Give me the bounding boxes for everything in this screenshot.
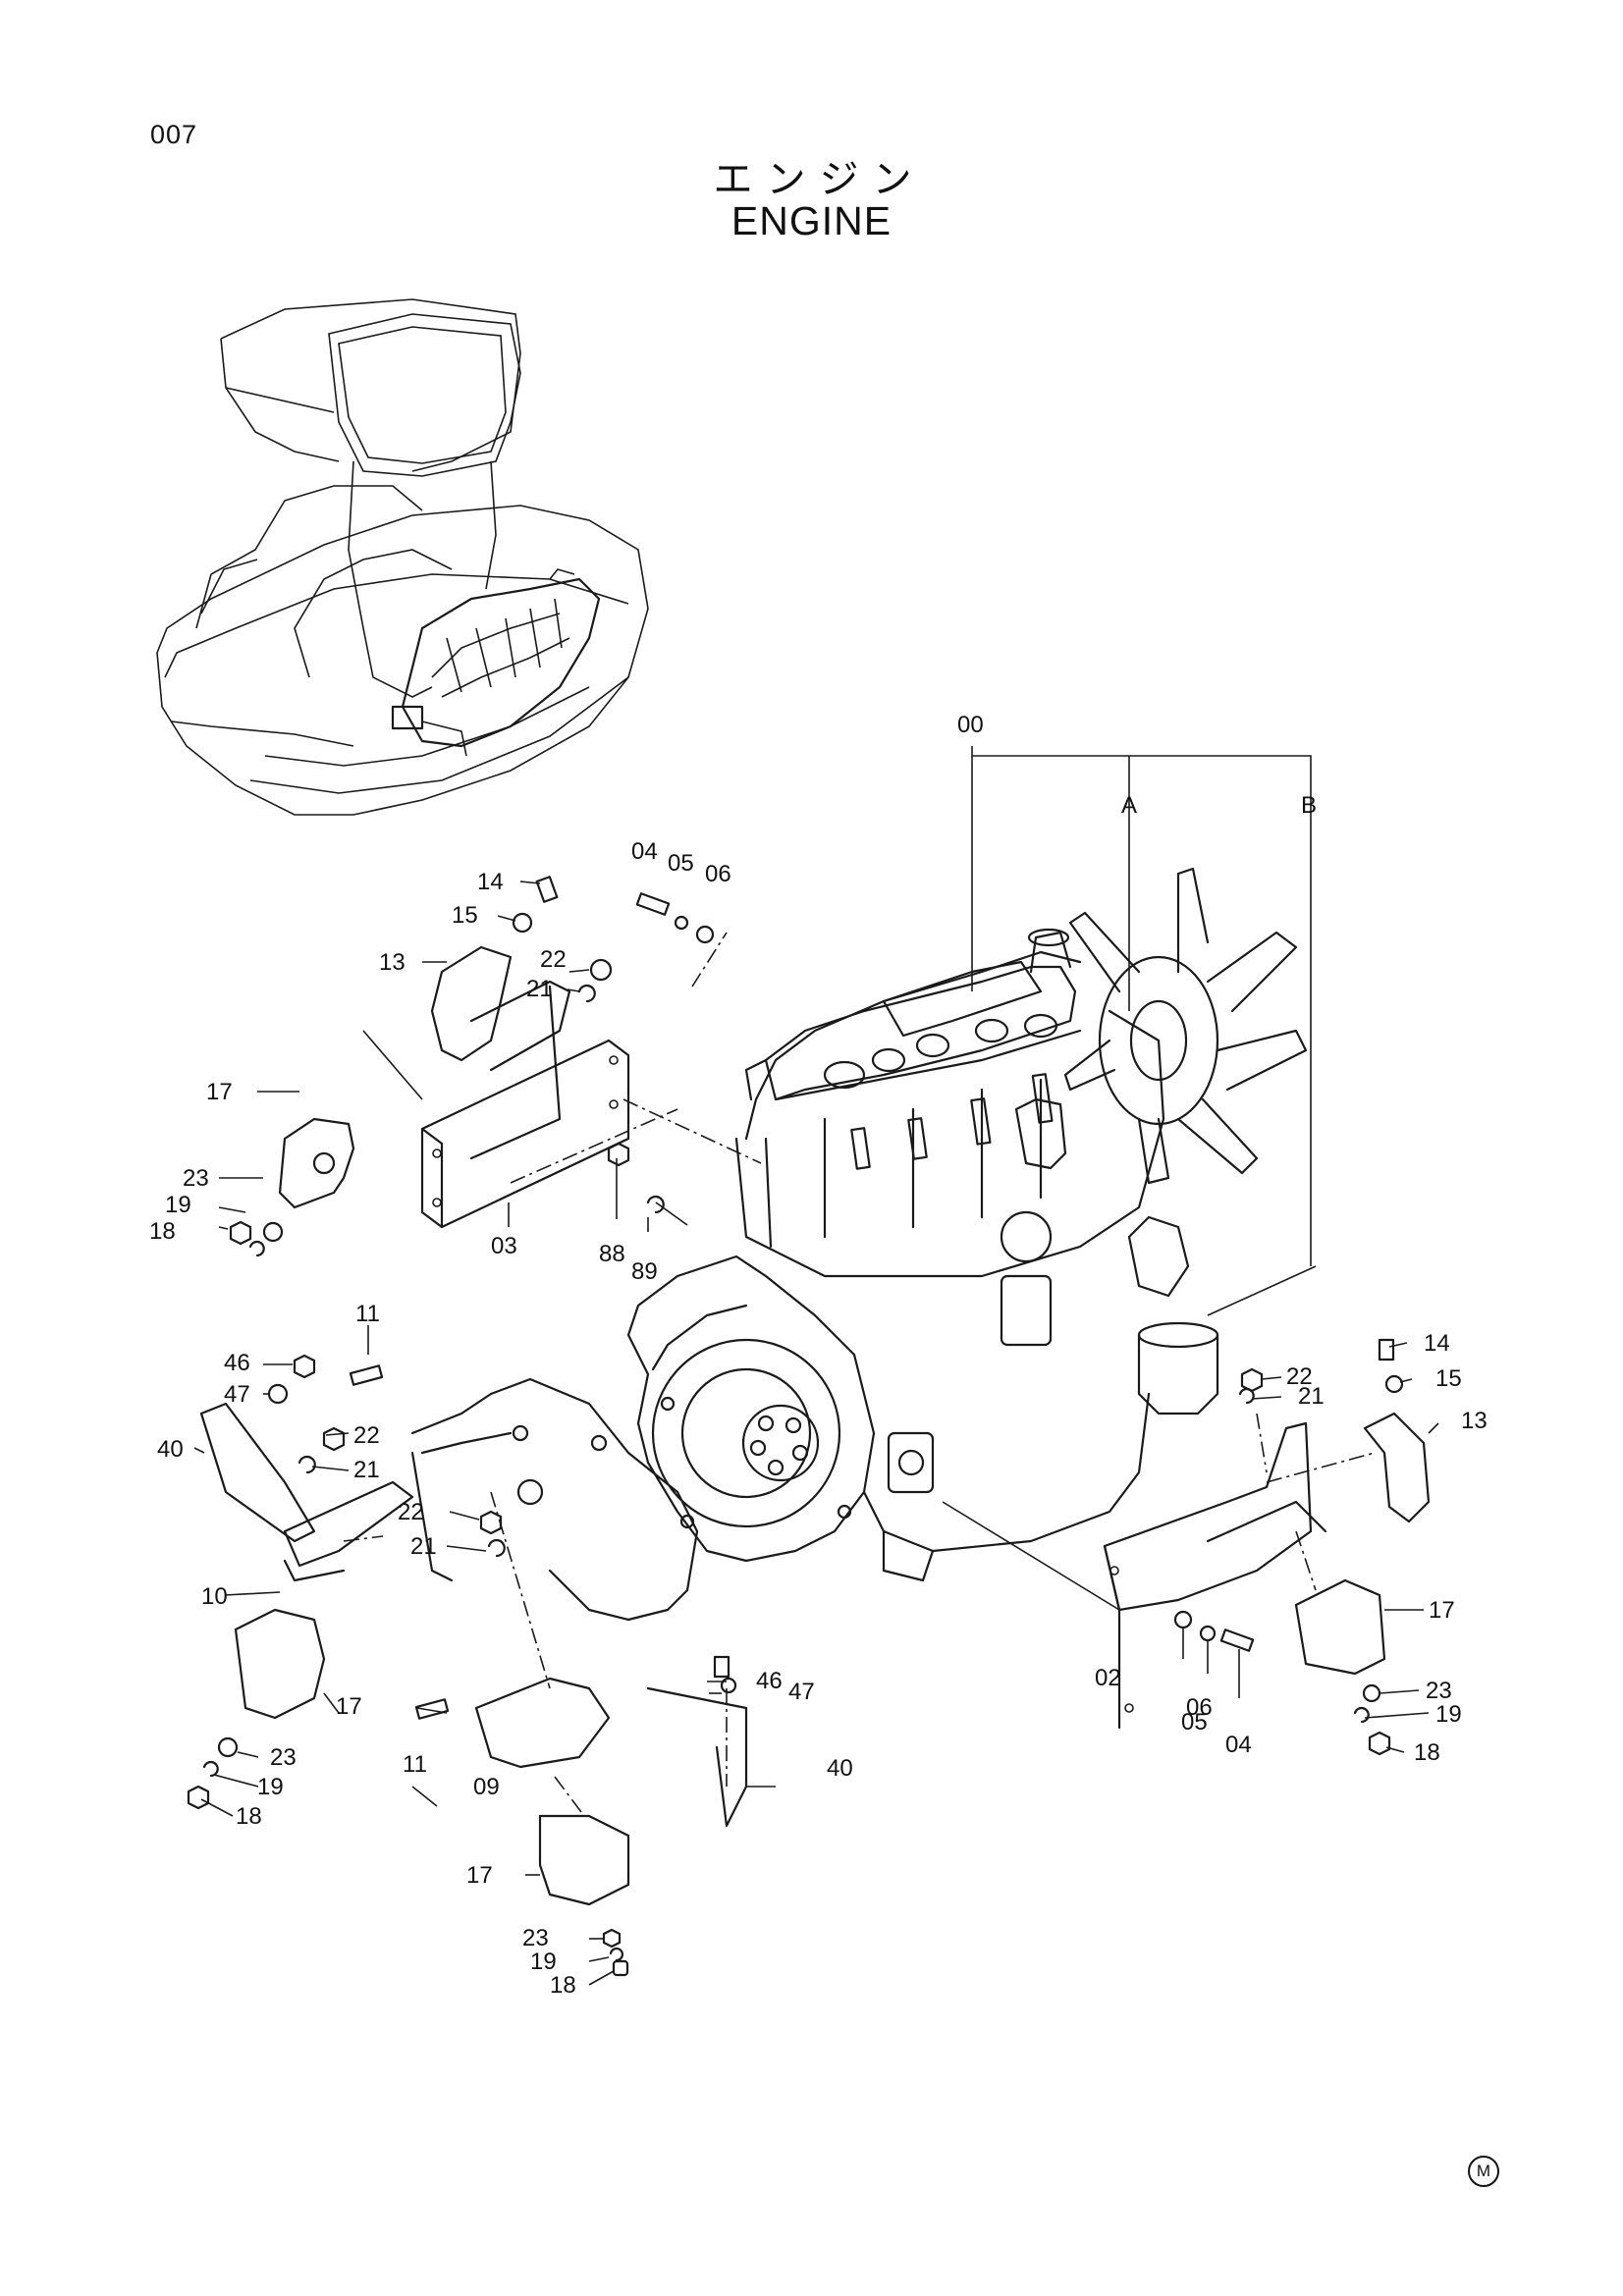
callout-40-left: 40 xyxy=(157,1436,184,1463)
callout-11-center: 11 xyxy=(403,1751,427,1778)
callout-23-top: 23 xyxy=(183,1165,209,1192)
callout-A: A xyxy=(1121,792,1137,819)
callout-46-left: 46 xyxy=(224,1350,250,1376)
callout-17-left: 17 xyxy=(336,1693,362,1720)
engine-assembly xyxy=(626,867,1308,1582)
title-english: ENGINE xyxy=(730,198,893,243)
callout-19-top: 19 xyxy=(165,1192,191,1218)
right-bracket-group xyxy=(942,1265,1431,1756)
callout-22-center: 22 xyxy=(398,1499,424,1525)
callout-21-right: 21 xyxy=(1298,1383,1325,1410)
title-japanese: エンジン xyxy=(713,157,926,202)
engine-location-detail xyxy=(391,568,601,757)
callout-18-bottom: 18 xyxy=(550,1972,576,1999)
callout-47-left: 47 xyxy=(224,1381,250,1408)
callout-04-top: 04 xyxy=(631,838,658,865)
callout-labels: 00 A B 04 05 06 14 15 13 22 21 17 23 19 … xyxy=(149,712,1488,1999)
callout-18-top: 18 xyxy=(149,1218,176,1245)
page-number: 007 xyxy=(150,120,198,149)
callout-00: 00 xyxy=(957,712,984,738)
callout-89: 89 xyxy=(631,1258,658,1285)
manufacturer-mark: M xyxy=(1468,2156,1499,2187)
callout-46-center: 46 xyxy=(756,1668,783,1694)
callout-21-center: 21 xyxy=(410,1533,437,1560)
callout-21-top: 21 xyxy=(526,976,553,1002)
callout-18-left: 18 xyxy=(236,1803,262,1830)
callout-02: 02 xyxy=(1095,1665,1121,1691)
callout-10: 10 xyxy=(201,1583,228,1610)
callout-23-bottom: 23 xyxy=(522,1925,549,1951)
callout-05-right: 05 xyxy=(1181,1709,1208,1735)
callout-23-right: 23 xyxy=(1426,1678,1452,1704)
callout-09: 09 xyxy=(473,1774,500,1800)
cooling-fan xyxy=(1063,867,1308,1185)
callout-19-right: 19 xyxy=(1435,1701,1462,1728)
callout-22-right: 22 xyxy=(1286,1363,1313,1390)
callout-22-top: 22 xyxy=(540,946,567,973)
callout-14-top: 14 xyxy=(477,869,504,895)
machine-overview-illustration xyxy=(156,298,649,816)
callout-leaders xyxy=(193,881,1439,1986)
assembly-reference-lines xyxy=(971,746,1312,1266)
callout-04-right: 04 xyxy=(1225,1732,1252,1758)
callout-40-center: 40 xyxy=(827,1755,853,1782)
callout-11-left: 11 xyxy=(355,1301,380,1327)
callout-21-left: 21 xyxy=(353,1457,380,1483)
callout-23-left: 23 xyxy=(270,1744,297,1771)
callout-13-right: 13 xyxy=(1461,1408,1488,1434)
callout-14-right: 14 xyxy=(1424,1330,1450,1357)
callout-88: 88 xyxy=(599,1241,625,1267)
callout-17-top: 17 xyxy=(206,1079,233,1105)
callout-13-top: 13 xyxy=(379,949,406,976)
callout-15-right: 15 xyxy=(1435,1365,1462,1392)
callout-15-top: 15 xyxy=(452,902,478,929)
callout-17-bottom: 17 xyxy=(466,1862,493,1889)
callout-B: B xyxy=(1301,792,1317,819)
callout-05-top: 05 xyxy=(668,850,694,877)
upper-left-bracket-group xyxy=(229,876,762,1257)
callout-47-center: 47 xyxy=(788,1679,815,1705)
callout-03: 03 xyxy=(491,1233,517,1259)
callout-18-right: 18 xyxy=(1414,1739,1440,1766)
callout-06-top: 06 xyxy=(705,861,731,887)
callout-22-left: 22 xyxy=(353,1422,380,1449)
callout-19-left: 19 xyxy=(257,1774,284,1800)
callout-17-right: 17 xyxy=(1429,1597,1455,1624)
callout-19-bottom: 19 xyxy=(530,1949,557,1975)
callout-06-right: 06 xyxy=(1186,1694,1213,1721)
